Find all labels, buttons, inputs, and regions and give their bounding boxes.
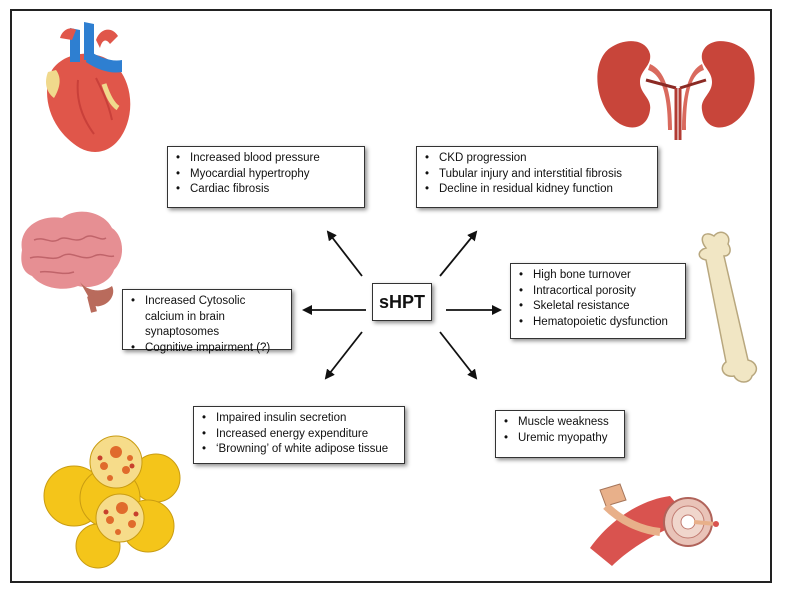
kidney-illustration <box>597 41 755 140</box>
arrow-to-adipose <box>324 331 363 380</box>
muscle-effect-item: Muscle weakness <box>502 415 616 431</box>
bone-illustration <box>698 231 758 383</box>
kidney-effect-item: Tubular injury and interstitial fibrosis <box>423 167 649 183</box>
heart-effect-item: Myocardial hypertrophy <box>174 167 356 183</box>
heart-effect-item: Increased blood pressure <box>174 151 356 167</box>
bone-effect-item: Skeletal resistance <box>517 299 677 315</box>
bone-effects-box: High bone turnover Intracortical porosit… <box>510 263 686 339</box>
muscle-illustration <box>590 483 719 566</box>
brain-effects-box: Increased Cytosolic calcium in brain syn… <box>122 289 292 356</box>
arrow-to-kidney <box>439 230 478 277</box>
adipose-effect-item: Increased energy expenditure <box>200 427 396 443</box>
arrow-to-heart <box>326 230 363 277</box>
bone-effect-item: High bone turnover <box>517 268 677 284</box>
muscle-effects-box: Muscle weakness Uremic myopathy <box>495 410 625 458</box>
heart-effects-box: Increased blood pressure Myocardial hype… <box>167 146 365 208</box>
muscle-effect-item: Uremic myopathy <box>502 431 616 447</box>
brain-effect-item: Increased Cytosolic calcium in brain syn… <box>129 294 283 341</box>
arrows <box>302 230 502 380</box>
bone-effect-item: Hematopoietic dysfunction <box>517 315 677 331</box>
arrow-to-muscle <box>439 331 478 380</box>
adipose-illustration <box>43 435 181 569</box>
brain-illustration <box>21 211 123 313</box>
heart-illustration <box>46 22 131 152</box>
kidney-effect-item: Decline in residual kidney function <box>423 182 649 198</box>
adipose-effect-item: ‘Browning’ of white adipose tissue <box>200 442 396 458</box>
center-node-shpt: sHPT <box>372 283 432 321</box>
heart-effect-item: Cardiac fibrosis <box>174 182 356 198</box>
brain-effect-item: Cognitive impairment (?) <box>129 341 283 357</box>
adipose-effects-box: Impaired insulin secretion Increased ene… <box>193 406 405 464</box>
adipose-effect-item: Impaired insulin secretion <box>200 411 396 427</box>
kidney-effect-item: CKD progression <box>423 151 649 167</box>
kidney-effects-box: CKD progression Tubular injury and inter… <box>416 146 658 208</box>
bone-effect-item: Intracortical porosity <box>517 284 677 300</box>
